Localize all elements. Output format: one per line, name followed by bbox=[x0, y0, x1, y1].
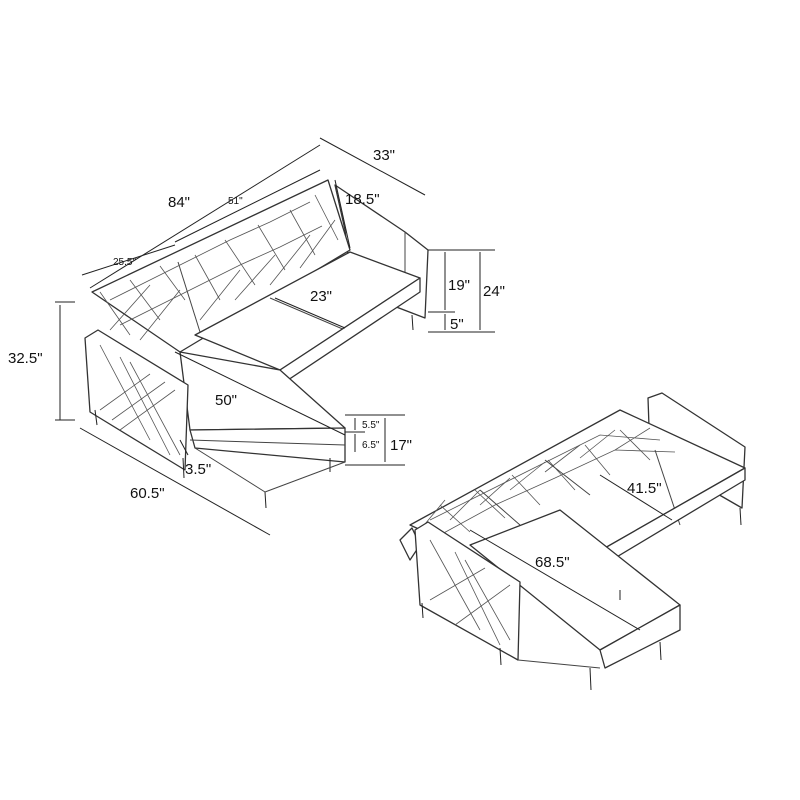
bed-arm-diamond-pattern bbox=[429, 539, 511, 646]
left-arm bbox=[84, 329, 189, 471]
label-seat-length: 51" bbox=[228, 196, 243, 207]
label-chaise-width: 25.5" bbox=[113, 257, 136, 268]
bed-mode-drawing: 41.5" 68.5" bbox=[399, 392, 746, 691]
backrest bbox=[91, 179, 351, 353]
label-bed-length: 68.5" bbox=[535, 554, 570, 571]
arm-diamond-pattern bbox=[99, 344, 181, 456]
label-base-thickness: 6.5" bbox=[362, 440, 380, 451]
label-chaise-side-length: 32.5" bbox=[8, 350, 43, 367]
bed-dimension-lines bbox=[469, 474, 673, 631]
label-depth: 33" bbox=[373, 147, 395, 164]
quilted-pattern bbox=[99, 194, 339, 341]
chaise-front bbox=[189, 427, 346, 463]
label-seat-depth: 23" bbox=[310, 288, 332, 305]
label-bed-width: 41.5" bbox=[627, 480, 662, 497]
bed-legs bbox=[421, 507, 742, 691]
label-leg-height: 5" bbox=[450, 316, 464, 333]
label-chaise-length: 50" bbox=[215, 392, 237, 409]
bed-chaise-front bbox=[599, 604, 681, 669]
sofa-mode-drawing: 84" 51" 33" 18.5" 25.5" 23" 19" 24" 5" 3… bbox=[8, 137, 505, 536]
label-arm-width: 3.5" bbox=[185, 461, 211, 478]
label-seat-height-from-leg: 19" bbox=[448, 277, 470, 294]
label-back-height: 18.5" bbox=[345, 191, 380, 208]
dimension-lines bbox=[55, 137, 495, 536]
label-side-length: 60.5" bbox=[130, 485, 165, 502]
bed-left-arm bbox=[414, 521, 521, 661]
label-overall-height: 24" bbox=[483, 283, 505, 300]
label-overall-length: 84" bbox=[168, 194, 190, 211]
label-cushion-thickness: 5.5" bbox=[362, 420, 380, 431]
legs bbox=[94, 314, 414, 509]
label-seat-height: 17" bbox=[390, 437, 412, 454]
bed-quilted-pattern bbox=[419, 427, 676, 536]
chaise-top bbox=[179, 351, 346, 431]
